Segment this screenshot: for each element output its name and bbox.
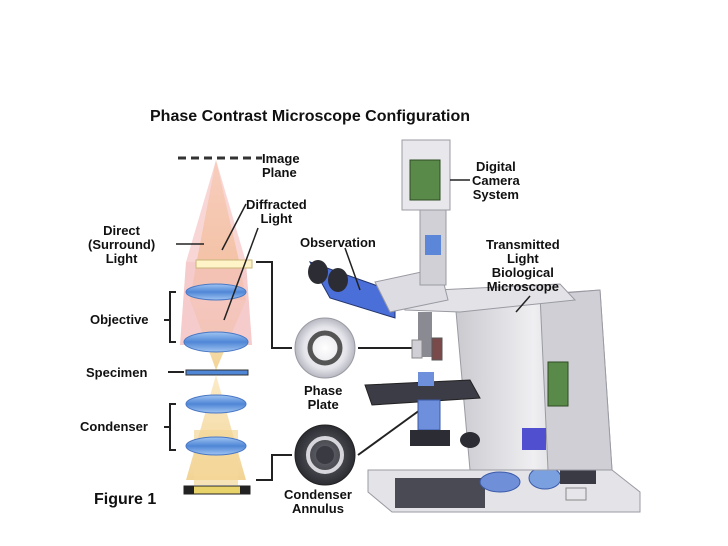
annulus-stop-right xyxy=(240,486,250,494)
condenser-mount xyxy=(410,430,450,446)
phase-plate-ring xyxy=(307,330,343,366)
camera-relay-lens xyxy=(425,235,441,255)
specimen-on-stage xyxy=(418,372,434,386)
objective-1 xyxy=(411,339,423,359)
focus-knob xyxy=(460,432,480,448)
objective-2 xyxy=(431,337,443,361)
label-condenser: Condenser xyxy=(80,419,148,434)
field-lens xyxy=(479,471,521,493)
objective-bracket xyxy=(169,291,176,343)
annulus-connector xyxy=(256,454,292,481)
objective-lens-top xyxy=(185,283,247,301)
condenser-annulus-ring xyxy=(306,436,344,474)
specimen-slide xyxy=(185,369,249,376)
camera-circuit xyxy=(409,159,441,201)
microscope-stage xyxy=(364,379,481,406)
transmitted-leader xyxy=(515,295,531,313)
stand-side xyxy=(539,289,613,471)
camera-tube xyxy=(419,204,447,286)
microscope-illustration xyxy=(308,139,641,513)
label-observation: Observation xyxy=(300,235,376,250)
observation-leader xyxy=(344,247,361,291)
annulus-stop-left xyxy=(184,486,194,494)
diffracted-light-lower xyxy=(180,262,252,345)
phase-ring-plate xyxy=(195,259,253,269)
figure-label: Figure 1 xyxy=(94,491,157,508)
objective-lens-bottom xyxy=(183,331,249,353)
label-objective: Objective xyxy=(90,312,149,327)
condenser-body xyxy=(417,399,441,431)
diffracted-leader-1 xyxy=(221,203,247,251)
diffracted-light-upper xyxy=(186,160,246,262)
condenser-lens-top xyxy=(185,394,247,414)
annulus-to-scope xyxy=(357,409,421,456)
diagram-title: Phase Contrast Microscope Configuration xyxy=(150,108,471,125)
condenser-lens-bottom xyxy=(185,436,247,456)
eyepiece-2 xyxy=(328,268,348,292)
eyepiece-1 xyxy=(308,260,328,284)
base-cutaway xyxy=(395,478,485,508)
label-direct-light: Direct(Surround)Light xyxy=(88,223,156,266)
condenser-bracket xyxy=(169,403,176,451)
diffracted-leader-2 xyxy=(223,227,259,321)
phase-plate-connector xyxy=(256,261,292,349)
stand-panel xyxy=(522,428,546,450)
phase-plate-disc xyxy=(294,317,356,379)
condenser-annulus-center xyxy=(316,446,334,464)
label-specimen: Specimen xyxy=(86,365,148,380)
base-control xyxy=(565,487,587,501)
circuit-board xyxy=(547,361,569,407)
